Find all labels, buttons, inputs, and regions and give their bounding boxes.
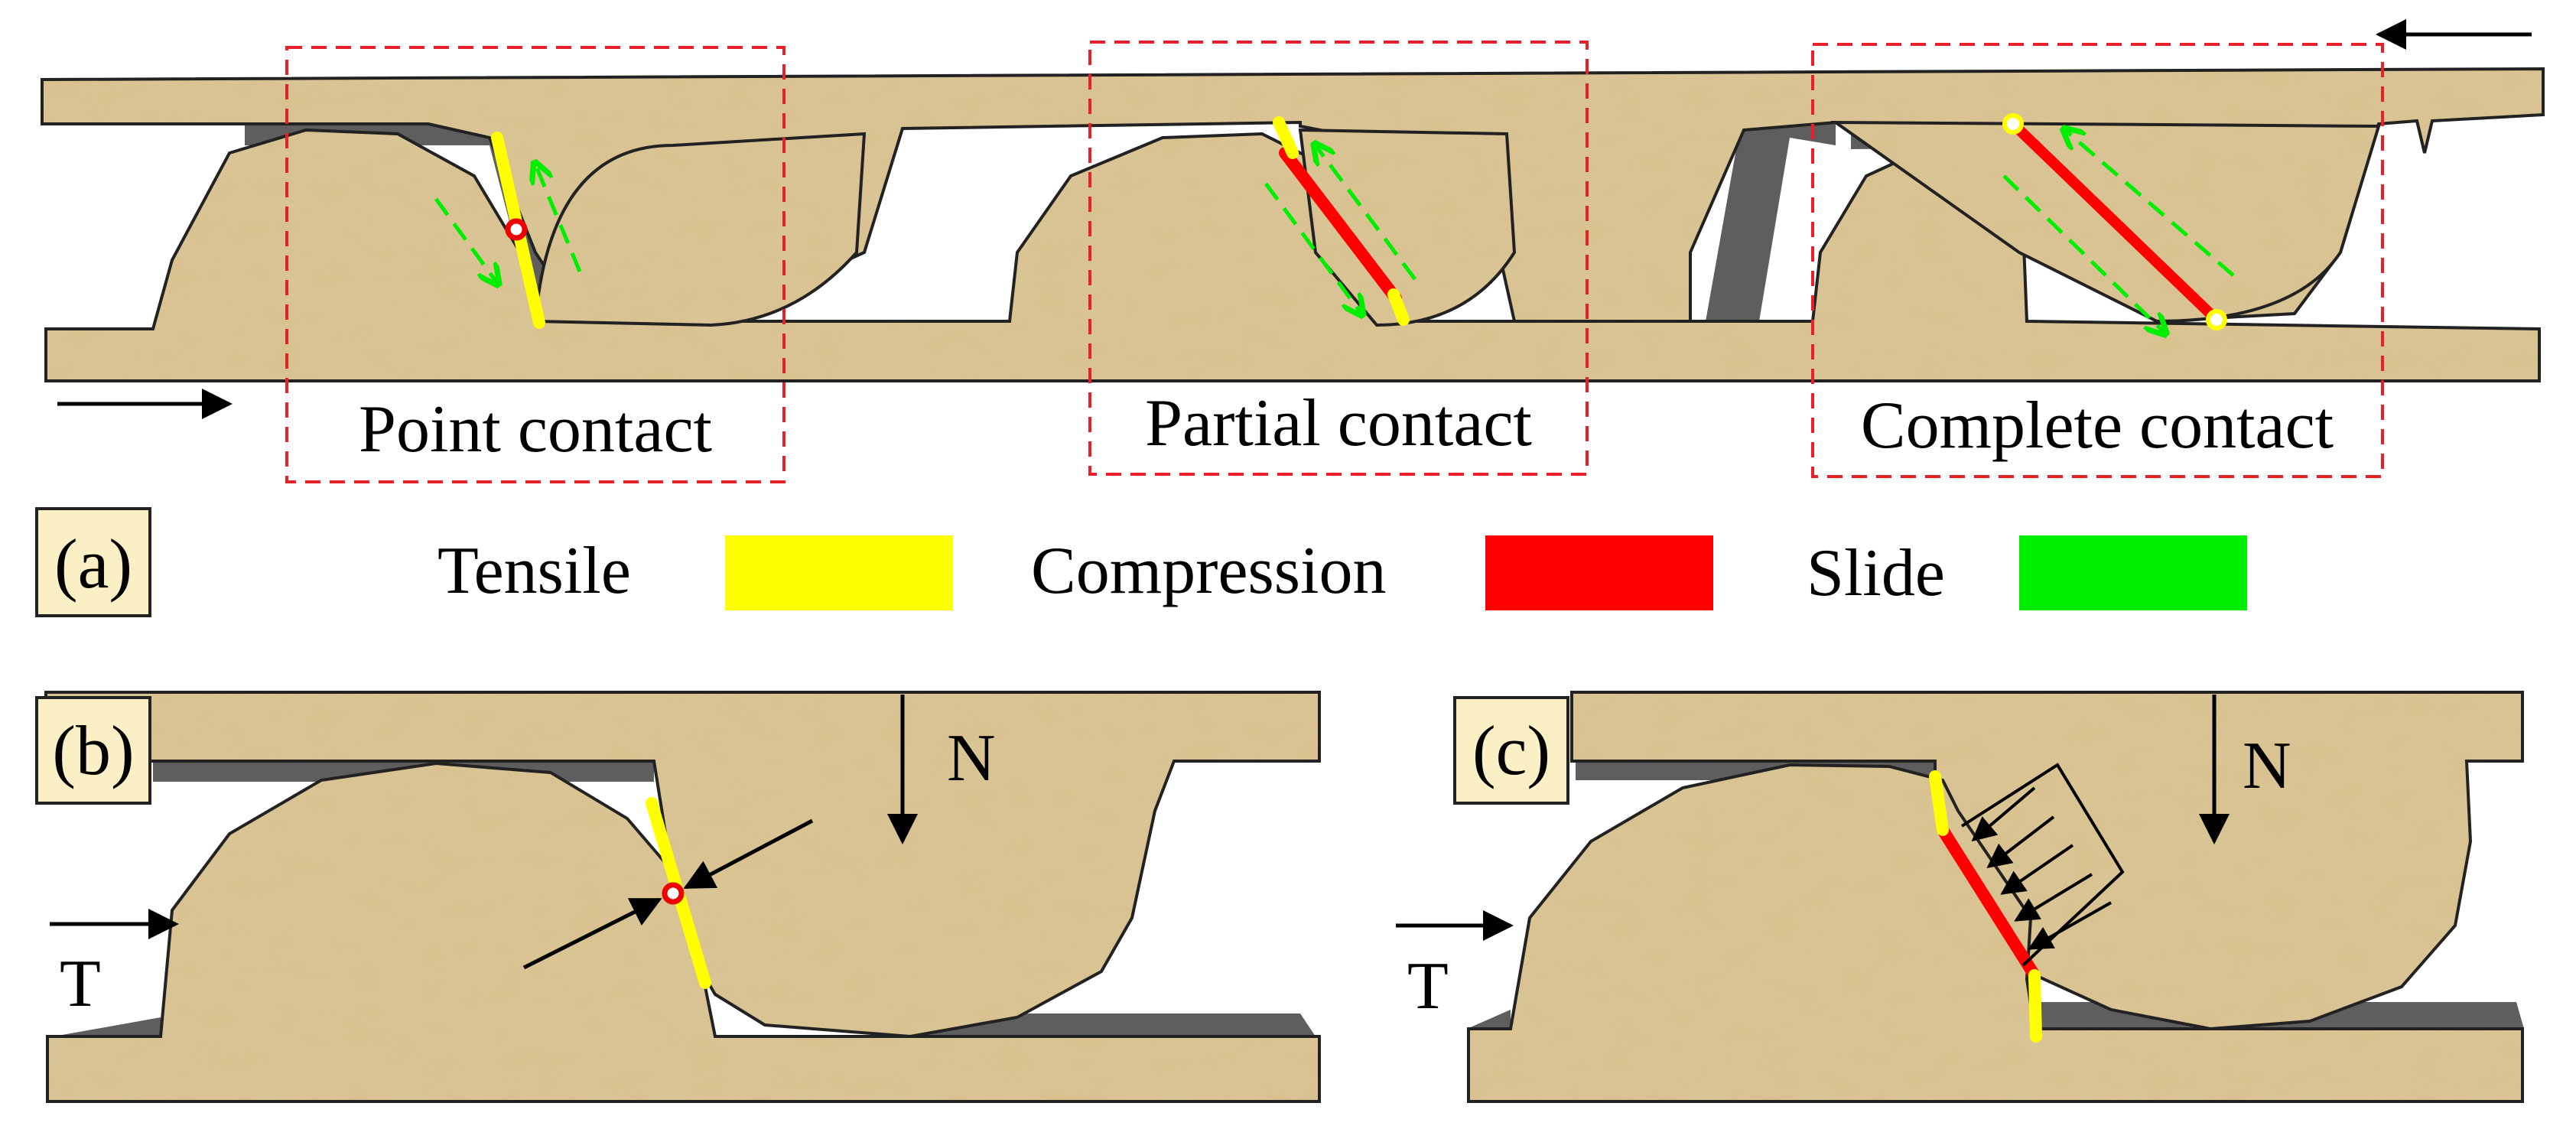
top-board-b <box>44 691 1321 1039</box>
panel-c-label: (c) <box>1472 711 1550 789</box>
slide-arrow-point-2 <box>535 164 582 272</box>
shadow-a1 <box>245 124 581 321</box>
contact-point-a <box>505 218 528 241</box>
tensile-cap-c-top <box>1929 770 1949 836</box>
compression-line-c <box>1937 824 2041 981</box>
bottom-board-b <box>46 761 1321 1103</box>
slide-arrow-complete-1 <box>2002 174 2165 333</box>
end-point-complete-bottom <box>2206 309 2227 330</box>
force-arrow-b-in <box>522 897 662 970</box>
label-complete-contact: Complete contact <box>1861 389 2334 463</box>
compression-line-complete <box>2008 119 2222 325</box>
panel-a-label-box <box>35 507 151 617</box>
tangential-force-label-c: T <box>1407 949 1449 1023</box>
tensile-cap-partial-bottom <box>1387 288 1410 326</box>
panel-c: N T (c) <box>1396 691 2524 1103</box>
panel-c-label-box <box>1453 696 1569 805</box>
box-complete-contact <box>1811 43 2384 478</box>
tensile-cap-c-bottom <box>2028 969 2042 1043</box>
load-arrow-c-4 <box>2014 873 2093 922</box>
load-envelope-c <box>1960 763 2125 967</box>
label-point-contact: Point contact <box>359 392 712 467</box>
end-point-complete-top <box>2002 113 2024 135</box>
legend-compression-label: Compression <box>1031 534 1386 608</box>
load-arrow-c-2 <box>1986 815 2055 868</box>
box-point-contact <box>285 46 785 483</box>
legend-tensile-label: Tensile <box>437 534 631 608</box>
shadow-a3 <box>1667 124 1836 321</box>
slide-arrow-point-1 <box>434 197 497 283</box>
legend-slide-label: Slide <box>1807 536 1945 610</box>
slide-arrow-complete-2 <box>2065 130 2235 277</box>
legend-compression-swatch <box>1485 535 1713 610</box>
legend-slide-swatch <box>2019 535 2247 610</box>
label-partial-contact: Partial contact <box>1145 386 1532 460</box>
panel-b: N T (b) <box>35 691 1321 1103</box>
lobe-a1 <box>533 132 867 327</box>
panel-a: Point contact Partial contact Complete c… <box>35 19 2545 617</box>
normal-force-label-b: N <box>947 721 996 796</box>
box-partial-contact <box>1088 41 1589 476</box>
tangential-force-label-b: T <box>60 947 101 1021</box>
panel-b-label: (b) <box>52 711 134 789</box>
panel-a-label: (a) <box>54 525 132 603</box>
slide-arrow-partial-1 <box>1264 182 1361 314</box>
force-arrow-b-out <box>683 818 814 890</box>
legend: Tensile Compression Slide <box>437 534 2247 610</box>
panel-b-label-box <box>35 696 151 805</box>
tensile-cap-partial-top <box>1273 116 1299 159</box>
load-arrow-c-3 <box>2000 844 2074 895</box>
normal-force-label-c: N <box>2243 729 2291 803</box>
bottom-board-c <box>1467 763 2524 1103</box>
slide-arrow-partial-2 <box>1316 145 1417 281</box>
load-arrow-c-1 <box>1971 786 2036 842</box>
contact-point-b <box>662 882 685 905</box>
compression-line-partial <box>1279 147 1402 304</box>
load-arrow-c-5 <box>2028 901 2112 950</box>
bottom-board-a <box>44 128 2541 382</box>
legend-tensile-swatch <box>725 535 953 610</box>
